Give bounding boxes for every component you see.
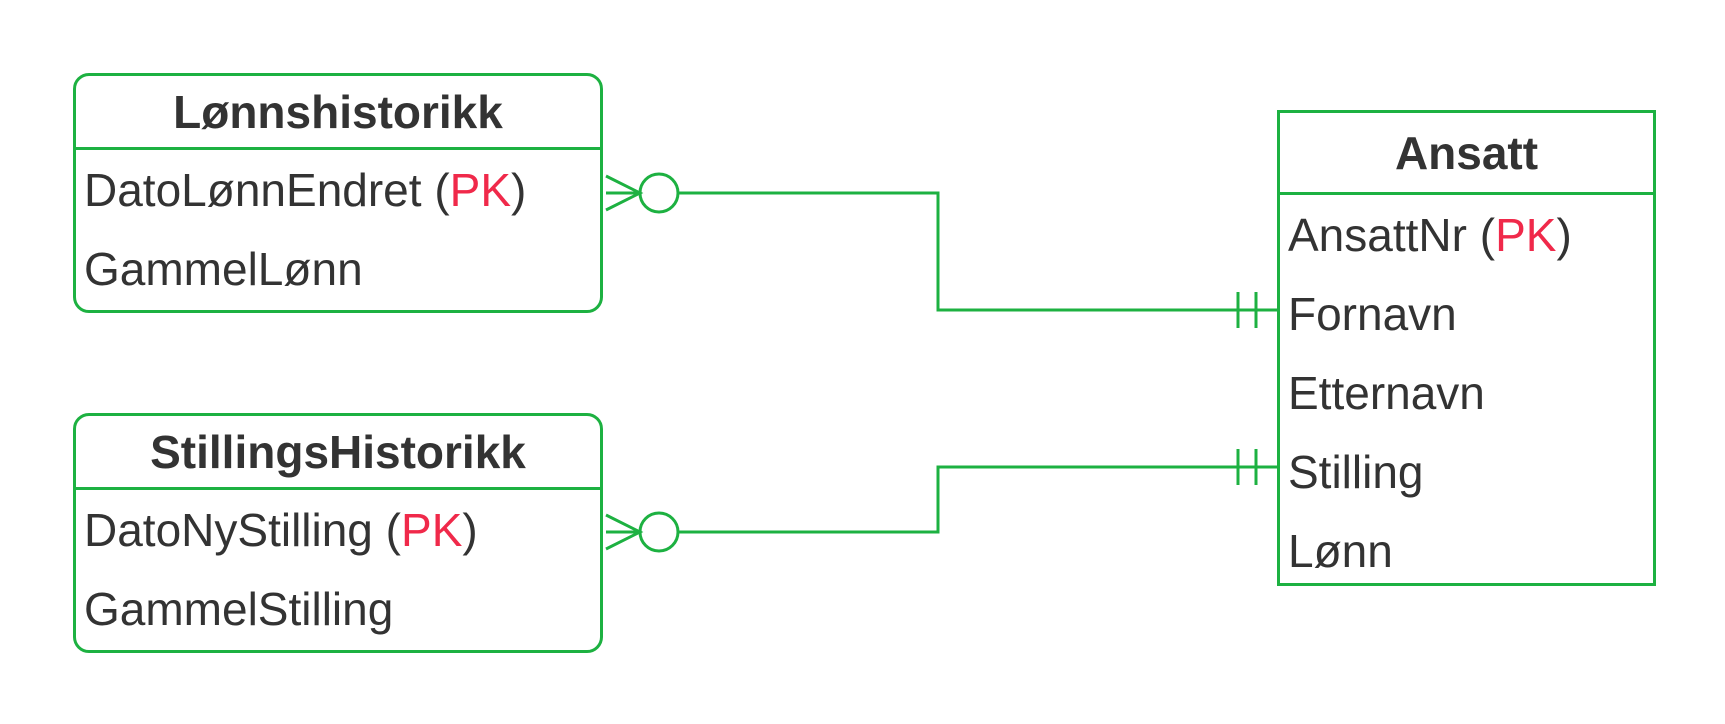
attribute-name: DatoLønnEndret [84,163,422,216]
one-bar-ansatt-1 [1236,292,1258,328]
attribute-name: Fornavn [1288,287,1457,340]
zero-circle-stillingshistorikk [638,511,680,553]
zero-circle-lonnshistorikk [638,172,680,214]
attribute-name: AnsattNr [1288,208,1467,261]
attribute-name: Stilling [1288,445,1424,498]
attribute-row: Lønn [1280,511,1653,590]
pk-marker: PK [1495,208,1557,261]
entity-title: Lønnshistorikk [76,76,600,150]
attribute-name: Etternavn [1288,366,1485,419]
entity-lonnshistorikk: Lønnshistorikk DatoLønnEndret (PK) Gamme… [73,73,603,313]
entity-title: Ansatt [1280,113,1653,195]
pk-marker: PK [449,163,512,216]
one-bar-ansatt-2 [1236,449,1258,485]
crowfoot-stillingshistorikk [605,513,644,551]
attribute-row: GammelLønn [76,229,600,308]
attribute-row: Fornavn [1280,274,1653,353]
attribute-name: Lønn [1288,524,1393,577]
entity-stillingshistorikk: StillingsHistorikk DatoNyStilling (PK) G… [73,413,603,653]
link-stillingshistorikk-ansatt [678,465,1277,534]
attribute-row: Etternavn [1280,353,1653,432]
attribute-row: DatoLønnEndret (PK) [84,163,527,216]
crowfoot-lonnshistorikk [605,174,644,212]
attribute-name: GammelLønn [84,242,363,295]
entity-title: StillingsHistorikk [76,416,600,490]
attribute-row: Stilling [1280,432,1653,511]
attribute-row: DatoNyStilling (PK) [84,503,478,556]
attribute-name: DatoNyStilling [84,503,373,556]
pk-marker: PK [401,503,463,556]
attribute-row: AnsattNr (PK) [1288,208,1572,261]
entity-ansatt: Ansatt AnsattNr (PK) Fornavn Etternavn S… [1277,110,1656,586]
attribute-row: GammelStilling [76,569,600,648]
link-lonnshistorikk-ansatt [678,191,1277,312]
attribute-name: GammelStilling [84,582,394,635]
